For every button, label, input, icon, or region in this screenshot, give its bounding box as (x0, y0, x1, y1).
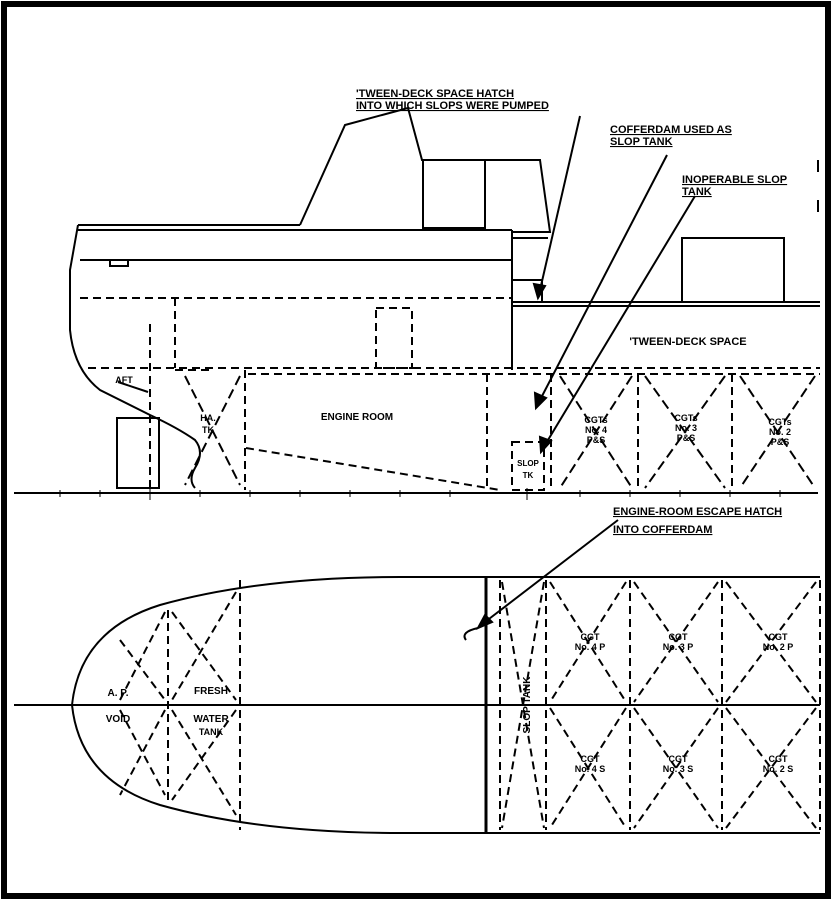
deckhouse-outline (299, 106, 552, 233)
ha-tk-label-1: HA. (200, 413, 216, 423)
rudder (116, 417, 160, 489)
tween-hatch-label-2: INTO WHICH SLOPS WERE PUMPED (356, 100, 549, 112)
slop-tk-label-1: SLOP (517, 459, 539, 468)
cgt2-ps-label-3: P&S (771, 437, 790, 447)
cgt4-ps-label-2: No. 4 (585, 425, 607, 435)
cgt3p-label-2: No. 3 P (663, 642, 694, 652)
cgt2p-label-2: No. 2 P (763, 642, 794, 652)
inoperable-label-2: TANK (682, 186, 712, 198)
deckhouse-window (422, 159, 486, 229)
plan-text: A. P. VOID FRESH WATER TANK SLOP TANK CG… (106, 632, 793, 774)
cgt2s-label-2: No. 2 S (763, 764, 794, 774)
engine-room-label: ENGINE ROOM (321, 412, 393, 423)
plan-view (14, 576, 821, 834)
callout-text: 'TWEEN-DECK SPACE HATCH INTO WHICH SLOPS… (356, 88, 787, 536)
tween-deck-space-label: 'TWEEN-DECK SPACE (629, 336, 746, 348)
cgt4-ps-label-1: CGTs (584, 415, 607, 425)
inoperable-label-1: INOPERABLE SLOP (682, 174, 787, 186)
cgt4s-label-2: No. 4 S (575, 764, 606, 774)
cgt3s-label-2: No. 3 S (663, 764, 694, 774)
cofferdam-label-2: SLOP TANK (610, 136, 673, 148)
slop-tank-label: SLOP TANK (522, 676, 533, 734)
cgt4-ps-label-3: P&S (587, 435, 606, 445)
cgt2-ps-label-1: CGTs (768, 417, 791, 427)
cgt2s-label-1: CGT (769, 754, 789, 764)
fresh-water-label-2: WATER (193, 714, 229, 725)
slop-tk-label-2: TK (523, 471, 534, 480)
cgt3-ps-label-1: CGTs (674, 413, 697, 423)
cgt4s-label-1: CGT (581, 754, 601, 764)
tween-hatch-label-1: 'TWEEN-DECK SPACE HATCH (356, 88, 514, 100)
aft-label: AFT (115, 375, 133, 385)
fresh-water-label-3: TANK (199, 727, 224, 737)
cgt3-ps-label-2: No. 3 (675, 423, 697, 433)
cgt3-ps-label-3: P&S (677, 433, 696, 443)
cofferdam-label-1: COFFERDAM USED AS (610, 124, 732, 136)
cgt4p-label-1: CGT (581, 632, 601, 642)
ap-void-label-1: A. P. (108, 688, 129, 699)
profile-text: 'TWEEN-DECK SPACE ENGINE ROOM AFT HA. TK… (115, 336, 791, 480)
ha-tk-label-2: TK (202, 425, 214, 435)
cgt3p-label-1: CGT (669, 632, 689, 642)
ap-void-label-2: VOID (106, 714, 130, 725)
stern-outline (69, 224, 300, 489)
cgt2-ps-label-2: No. 2 (769, 427, 791, 437)
cgt4p-label-2: No. 4 P (575, 642, 606, 652)
fresh-water-label-1: FRESH (194, 686, 228, 697)
callout-leaders (117, 115, 696, 641)
profile-view (14, 106, 820, 500)
cgt2p-label-1: CGT (769, 632, 789, 642)
escape-hatch-label-2: INTO COFFERDAM (613, 524, 712, 536)
cgt3s-label-1: CGT (669, 754, 689, 764)
escape-hatch-label-1: ENGINE-ROOM ESCAPE HATCH (613, 506, 782, 518)
forward-deckhouse (681, 237, 785, 303)
